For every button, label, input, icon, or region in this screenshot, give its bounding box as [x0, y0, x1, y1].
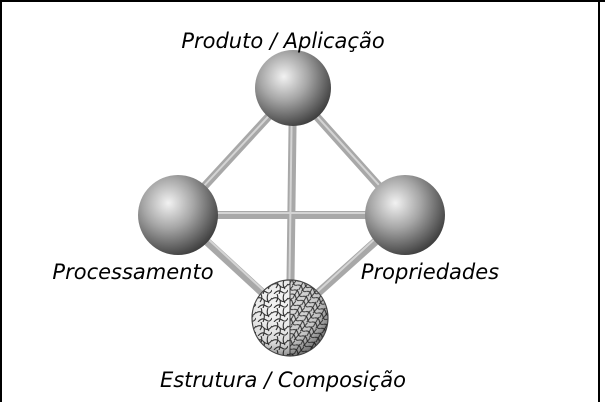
label-estrutura-composicao: Estrutura / Composição: [160, 368, 406, 392]
node-bottom-microstructure-sphere: [251, 279, 329, 357]
node-right-sphere: [365, 175, 445, 255]
label-produto-aplicacao: Produto / Aplicação: [181, 29, 384, 53]
label-propriedades: Propriedades: [361, 260, 499, 284]
node-left-sphere: [138, 175, 218, 255]
label-processamento: Processamento: [52, 260, 213, 284]
node-top-sphere: [255, 50, 331, 126]
